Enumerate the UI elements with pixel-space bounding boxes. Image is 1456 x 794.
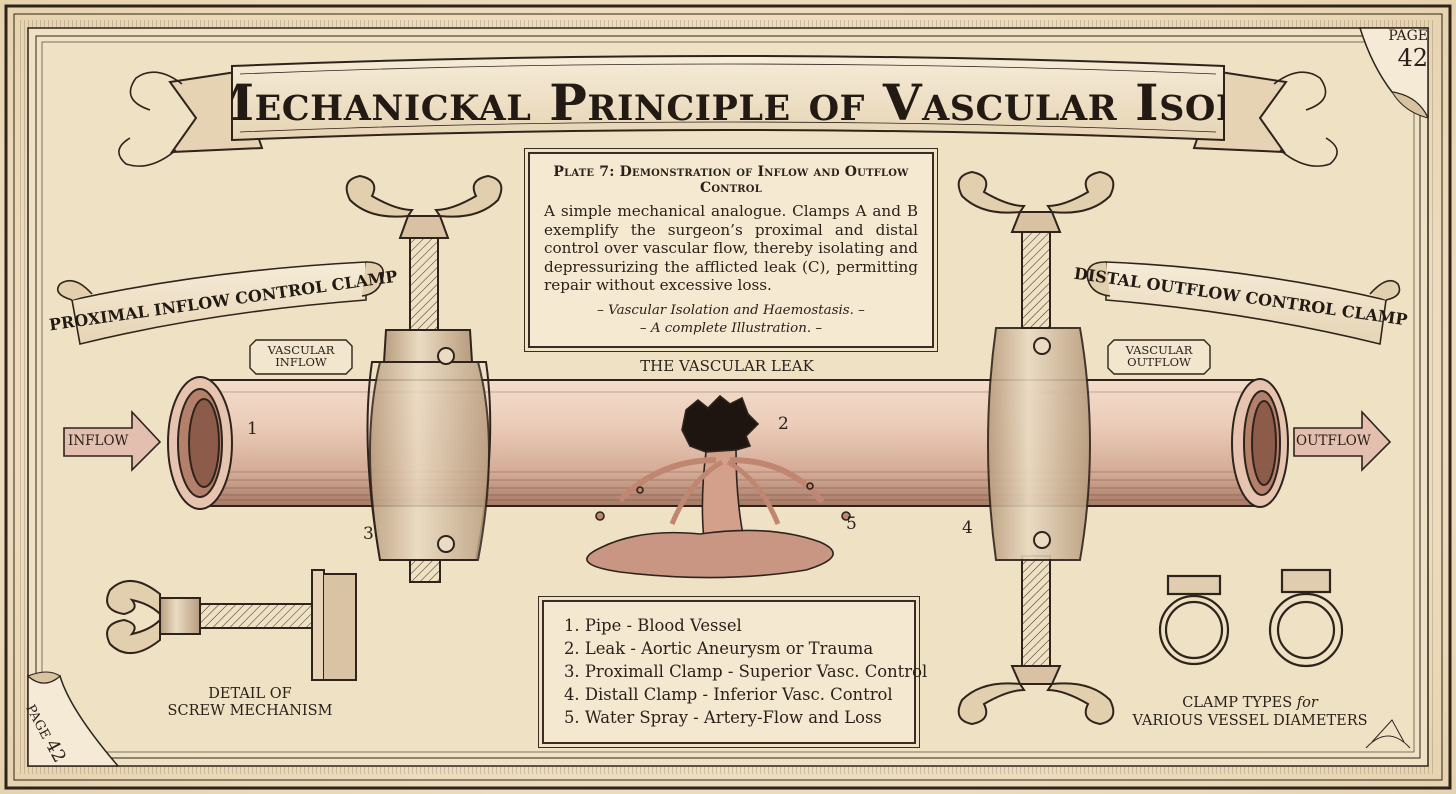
- flow-arrows: [63, 409, 1392, 472]
- title-ribbon-scrolls: [118, 71, 1338, 167]
- plate-citation-1: – Vascular Isolation and Haemostasis. –: [597, 303, 865, 318]
- callout-2: 2: [778, 414, 789, 434]
- vascular-inflow-tag: Vascular Inflow: [250, 344, 352, 368]
- callout-3: 3: [363, 524, 374, 544]
- legend-item: 4. Distall Clamp - Inferior Vasc. Contro…: [564, 685, 893, 704]
- screw-detail-label: Detail of Screw Mechanism: [160, 686, 340, 720]
- corner-emblem: [1365, 719, 1411, 749]
- plate-body: A simple mechanical analogue. Clamps A a…: [544, 202, 918, 294]
- top-right-page-curl: [1358, 27, 1429, 119]
- clamp-types-line1-a: Clamp Types: [1182, 695, 1297, 711]
- title-ribbon: [168, 55, 1288, 154]
- legend-item: 5. Water Spray - Artery-Flow and Loss: [564, 708, 882, 727]
- outflow-tag-line1: Vascular: [1125, 343, 1193, 357]
- left-banner: [56, 261, 385, 345]
- plate-description-box: Plate 7: Demonstration of Inflow and Out…: [524, 148, 938, 352]
- plate-citation-2: – A complete Illustration. –: [639, 321, 823, 336]
- screw-detail-drawing: [106, 569, 357, 681]
- outflow-label: OUTFLOW: [1296, 433, 1371, 449]
- legend-item: 1. Pipe - Blood Vessel: [564, 616, 742, 635]
- title-svg: The Mechanickal Principle of Vascular Is…: [232, 73, 1224, 132]
- right-banner: [1086, 261, 1401, 345]
- inflow-tag-line1: Vascular: [267, 343, 335, 357]
- vascular-outflow-tag: Vascular Outflow: [1108, 344, 1210, 368]
- legend-item: 2. Leak - Aortic Aneurysm or Trauma: [564, 639, 874, 658]
- inflow-tag-line2: Inflow: [275, 355, 327, 369]
- tag-shapes: [249, 339, 1211, 375]
- clamp-types-line1: Clamp Types for: [1100, 694, 1400, 712]
- inflow-label: INFLOW: [68, 433, 129, 449]
- left-banner-label: Proximal Inflow Control Clamp: [48, 267, 399, 335]
- plate-heading: Plate 7: Demonstration of Inflow and Out…: [553, 164, 909, 196]
- page-title: The Mechanickal Principle of Vascular Is…: [232, 73, 1224, 132]
- leak-label: THE VASCULAR LEAK: [640, 357, 814, 375]
- screw-detail-line2: Screw Mechanism: [167, 703, 333, 719]
- clamp-types-line1-b: for: [1296, 695, 1318, 711]
- callout-1: 1: [247, 419, 258, 439]
- callout-5: 5: [846, 514, 857, 534]
- clamp-types-drawing: [1158, 568, 1344, 668]
- legend-box: 1. Pipe - Blood Vessel 2. Leak - Aortic …: [538, 596, 927, 748]
- outflow-tag-line2: Outflow: [1127, 355, 1191, 369]
- right-clamp-drawing: [957, 170, 1115, 726]
- left-clamp-drawing: [345, 174, 503, 583]
- bottom-left-page-curl: [27, 671, 120, 767]
- page-label: PAGE: [1388, 28, 1428, 44]
- clamp-types-line2: Various Vessel Diameters: [1132, 713, 1368, 729]
- callout-4: 4: [962, 518, 973, 538]
- vascular-leak: [586, 394, 851, 579]
- right-banner-label: Distal Outflow Control Clamp: [1073, 264, 1409, 330]
- legend-item: 3. Proximall Clamp - Superior Vasc. Cont…: [564, 662, 928, 681]
- clamp-types-label: Clamp Types for Various Vessel Diameters: [1100, 694, 1400, 730]
- screw-detail-line1: Detail of: [208, 686, 292, 702]
- page-number: 42: [1397, 44, 1428, 72]
